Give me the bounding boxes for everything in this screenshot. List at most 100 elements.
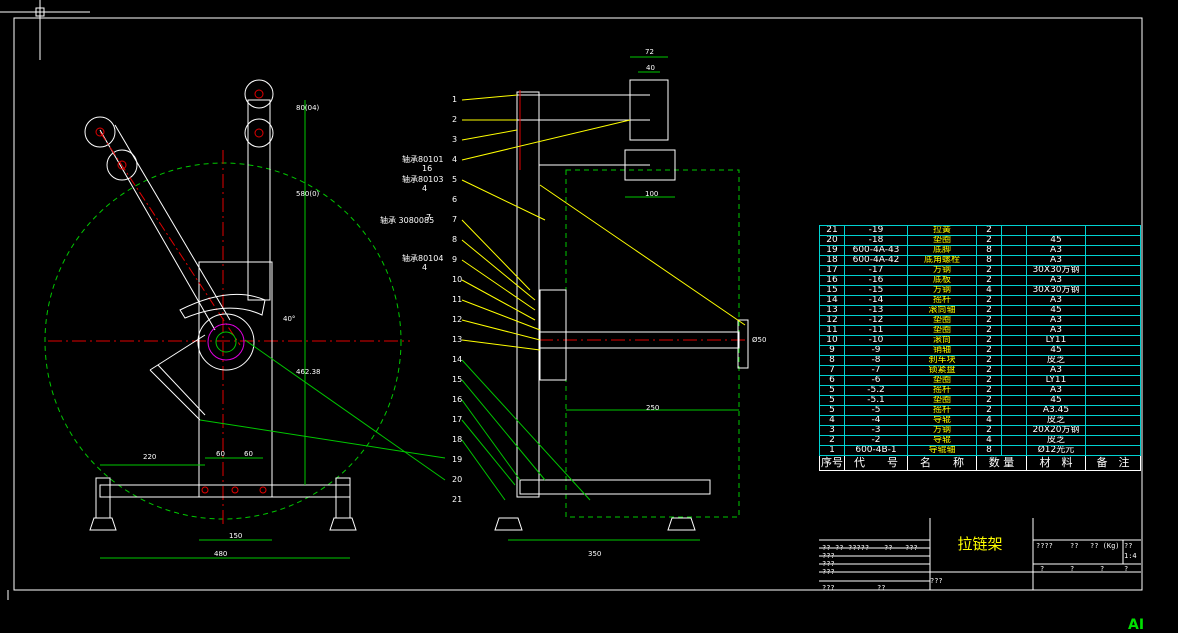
bom-cell-code: -10 xyxy=(844,335,908,346)
bom-cell-empty xyxy=(1001,435,1027,446)
bom-cell-no: 17 xyxy=(819,265,845,276)
arm-line-2 xyxy=(114,124,231,321)
leader-18 xyxy=(461,419,516,486)
bom-cell-empty xyxy=(1085,245,1141,256)
dim-text-50: Ø50 xyxy=(752,336,767,344)
arm-roller-2 xyxy=(106,149,138,181)
bom-cell-no: 9 xyxy=(819,345,845,356)
tb-row1-1: ?? xyxy=(822,544,831,552)
leader-19 xyxy=(461,439,506,501)
ref-sub-4: 4 xyxy=(422,263,428,272)
dim-text-80: 80(04) xyxy=(296,104,320,112)
bom-cell-code: -17 xyxy=(844,265,908,276)
dim-text-40deg: 40° xyxy=(283,315,296,323)
bom-cell-name: 摇杆 xyxy=(907,295,977,306)
bom-cell-empty xyxy=(1085,425,1141,436)
bom-cell-empty xyxy=(1001,275,1027,286)
bom-cell-no: 10 xyxy=(819,335,845,346)
dim-text-150: 150 xyxy=(229,532,243,540)
bom-cell-material: 30X30方钢 xyxy=(1026,285,1086,296)
bom-cell-empty xyxy=(1085,435,1141,446)
bom-cell-empty xyxy=(1085,285,1141,296)
bom-cell-code: -12 xyxy=(844,315,908,326)
leader-12 xyxy=(461,299,541,331)
leader-17 xyxy=(461,399,521,481)
ref-sub-1: 16 xyxy=(422,164,433,173)
tb-row1-5: ??? xyxy=(905,544,918,552)
hdr-name: 名 称 xyxy=(907,455,977,471)
foot-pad-right xyxy=(329,517,357,531)
callout-11: 11 xyxy=(452,295,463,304)
bom-cell-name: 导辊 xyxy=(907,415,977,426)
hdr-material: 材 料 xyxy=(1026,455,1086,471)
bom-cell-empty xyxy=(1001,365,1027,376)
bom-cell-empty xyxy=(1085,445,1141,456)
ref-label-3: 轴承 3080085 xyxy=(380,216,435,225)
bom-cell-empty xyxy=(1001,255,1027,266)
bom-cell-material: A3 xyxy=(1026,295,1086,306)
bom-cell-empty xyxy=(1001,295,1027,306)
leader-6 xyxy=(539,184,746,326)
bom-cell-empty xyxy=(1085,345,1141,356)
bolt-2 xyxy=(231,486,239,494)
bom-cell-no: 8 xyxy=(819,355,845,366)
bom-cell-empty xyxy=(1085,395,1141,406)
tb-bottom-4: ? xyxy=(1124,565,1129,573)
bom-cell-code: -2 xyxy=(844,435,908,446)
upright-post xyxy=(247,99,271,301)
scale-value: 1:4 xyxy=(1124,552,1137,560)
callout-18: 18 xyxy=(452,435,463,444)
ref-label-1: 轴承80101 xyxy=(402,155,444,164)
side-view xyxy=(461,56,749,541)
bom-cell-code: -3 xyxy=(844,425,908,436)
leader-11 xyxy=(461,279,536,321)
dim-text-250: 250 xyxy=(646,404,660,412)
callout-5: 5 xyxy=(452,175,458,184)
bom-cell-name: 方钢 xyxy=(907,425,977,436)
bom-cell-no: 11 xyxy=(819,325,845,336)
bom-cell-code: -9 xyxy=(844,345,908,356)
bom-cell-empty xyxy=(1001,355,1027,366)
dim-text-220: 220 xyxy=(143,453,157,461)
bom-header: 序号 代 号 名 称 数 量 材 料 备 注 xyxy=(819,455,1141,471)
leader-9 xyxy=(461,239,536,301)
bom-cell-name: 底角螺栓 xyxy=(907,255,977,266)
dim-text-100: 100 xyxy=(645,190,659,198)
bom-cell-name: 方钢 xyxy=(907,285,977,296)
shaft-end xyxy=(737,319,749,369)
bolt-3 xyxy=(259,486,267,494)
bom-cell-no: 12 xyxy=(819,315,845,326)
bom-cell-name: 垫圈 xyxy=(907,235,977,246)
top-roller-2 xyxy=(244,118,274,148)
bom-cell-no: 3 xyxy=(819,425,845,436)
bom-cell-empty xyxy=(1001,225,1027,236)
ref-label-2: 轴承80103 xyxy=(402,175,444,184)
arm-line-1 xyxy=(99,129,216,331)
hub-housing xyxy=(539,289,567,381)
bom-cell-empty xyxy=(1085,275,1141,286)
bom-cell-name: 垫圈 xyxy=(907,315,977,326)
leader-15 xyxy=(461,359,591,501)
bom-cell-name: 垫圈 xyxy=(907,325,977,336)
bolt-1 xyxy=(201,486,209,494)
bom-cell-name: 摇杆 xyxy=(907,385,977,396)
bom-cell-material: A3 xyxy=(1026,385,1086,396)
bom-cell-material: 45 xyxy=(1026,305,1086,316)
bom-cell-no: 16 xyxy=(819,275,845,286)
bom-cell-material: A3 xyxy=(1026,365,1086,376)
dim-text-60a: 60 xyxy=(216,450,225,458)
bom-cell-empty xyxy=(1085,225,1141,236)
title-block-lines xyxy=(819,518,1141,590)
bom-cell-name: 销轴 xyxy=(907,345,977,356)
tb-row4: ??? xyxy=(822,568,835,576)
callout-19: 19 xyxy=(452,455,463,464)
callout-17: 17 xyxy=(452,415,463,424)
